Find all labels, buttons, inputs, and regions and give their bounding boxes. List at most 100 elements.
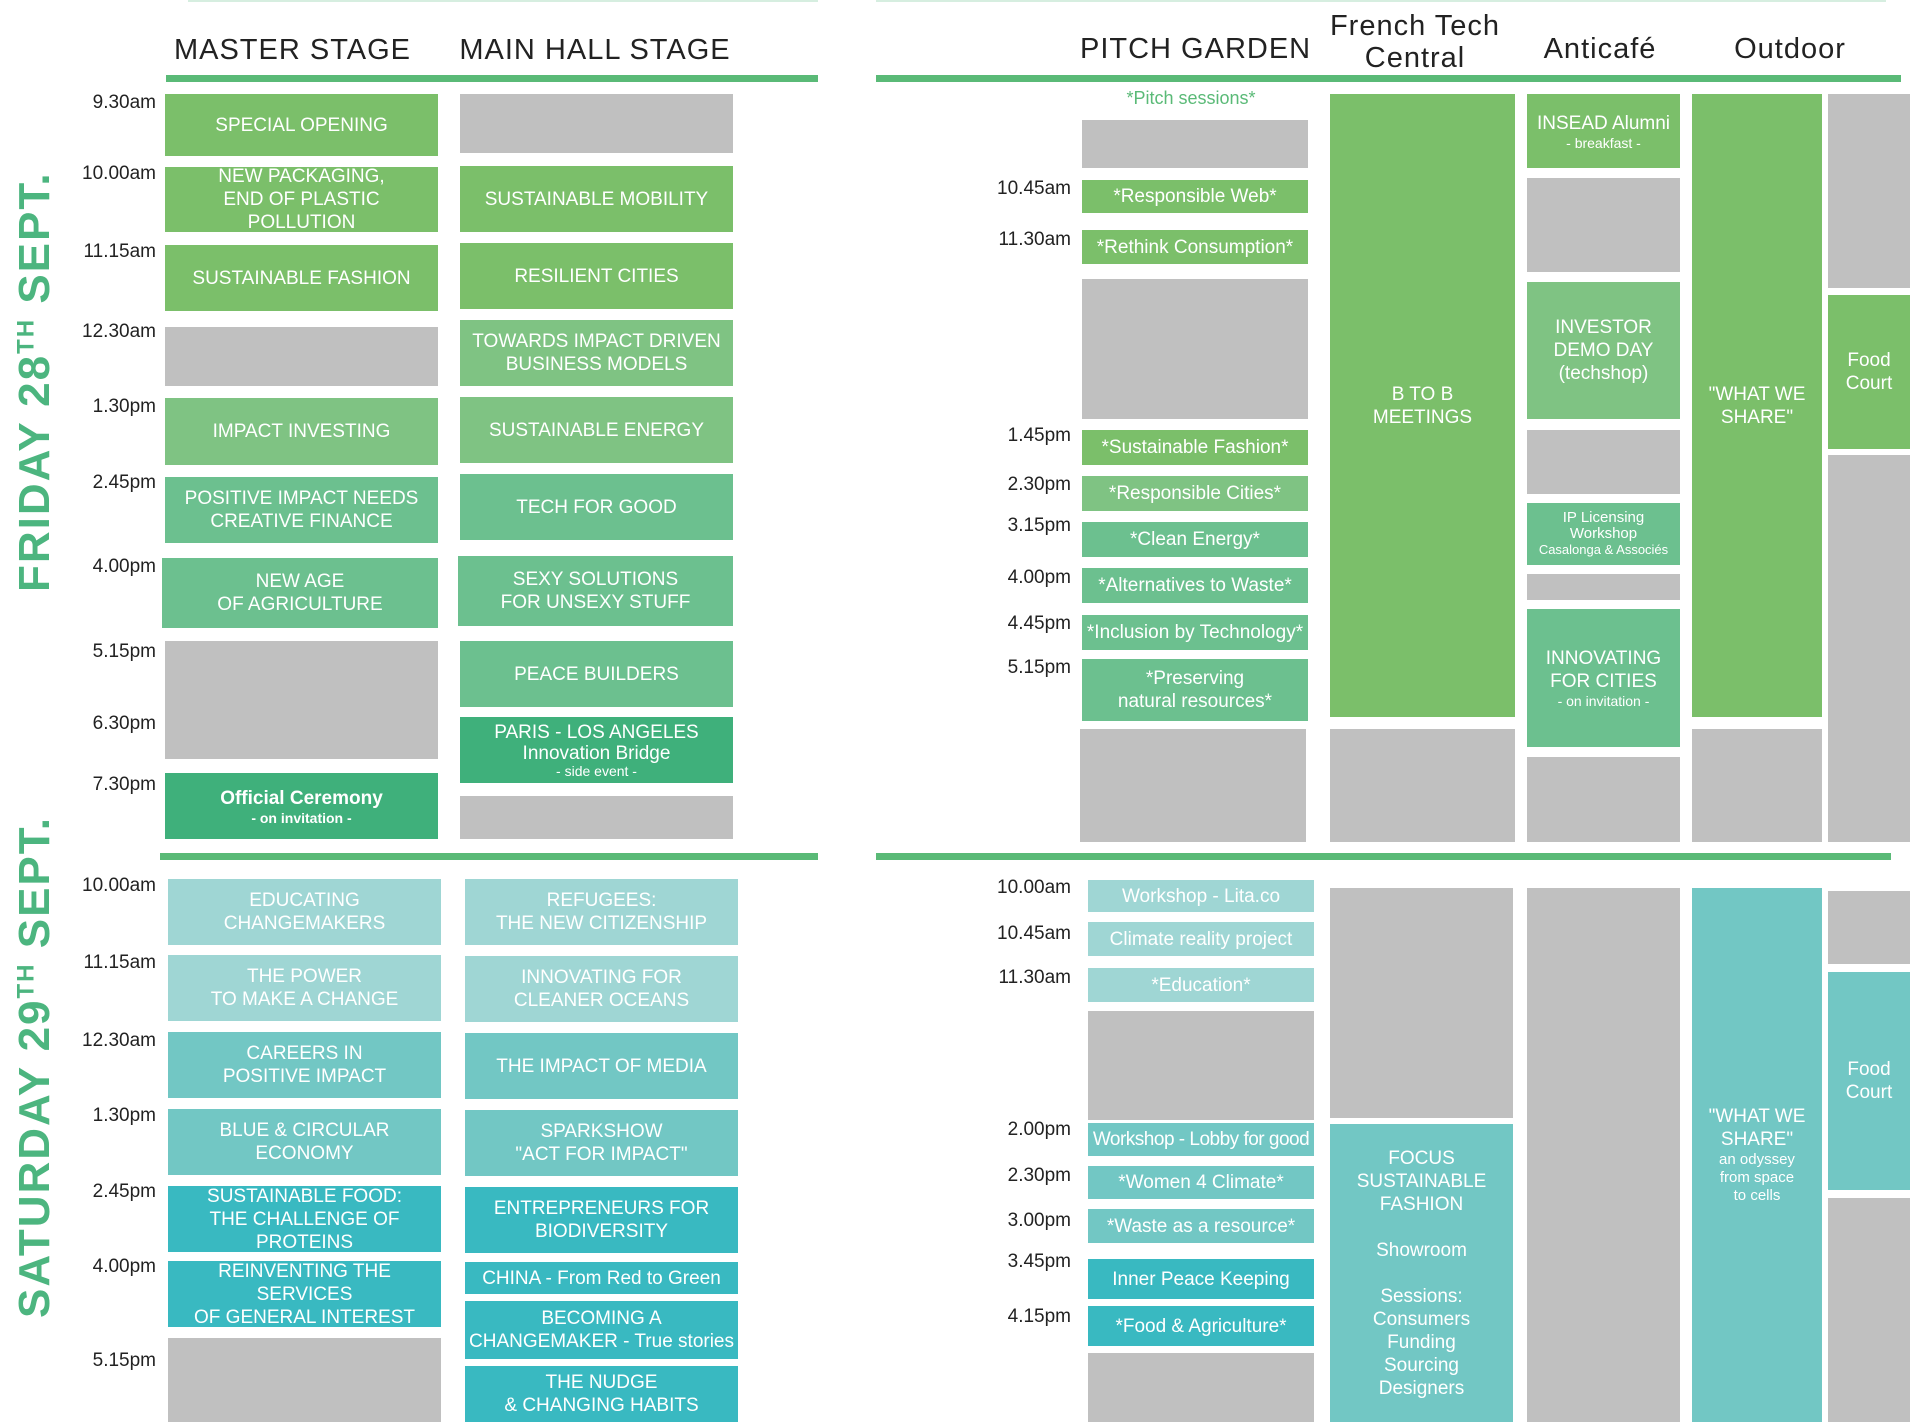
session-block[interactable]: CAREERS IN POSITIVE IMPACT	[168, 1032, 441, 1098]
time-label: 11.15am	[83, 952, 156, 973]
empty-slot	[165, 327, 438, 386]
time-label: 12.30am	[82, 1030, 156, 1051]
session-block[interactable]: TOWARDS IMPACT DRIVEN BUSINESS MODELS	[460, 320, 733, 386]
pitch-session[interactable]: *Women 4 Climate*	[1088, 1166, 1314, 1199]
session-block[interactable]: SUSTAINABLE ENERGY	[460, 397, 733, 463]
time-label: 3.45pm	[1007, 1251, 1071, 1272]
pitch-session[interactable]: Climate reality project	[1088, 922, 1314, 956]
pitch-session[interactable]: *Alternatives to Waste*	[1082, 568, 1308, 603]
time-label: 2.30pm	[1007, 474, 1071, 495]
empty-slot	[1527, 574, 1680, 600]
empty-slot	[168, 1338, 441, 1422]
time-label: 10.00am	[82, 163, 156, 184]
session-block[interactable]: RESILIENT CITIES	[460, 243, 733, 309]
session-block[interactable]: SPARKSHOW "ACT FOR IMPACT"	[465, 1110, 738, 1176]
time-label: 4.15pm	[1007, 1306, 1071, 1327]
session-block[interactable]: INNOVATING FOR CLEANER OCEANS	[465, 956, 738, 1022]
session-block[interactable]: BLUE & CIRCULAR ECONOMY	[168, 1109, 441, 1175]
empty-slot	[165, 641, 438, 759]
header-french-tech-central: French Tech Central	[1329, 10, 1501, 74]
pitch-session[interactable]: *Sustainable Fashion*	[1082, 430, 1308, 465]
header-pitch-garden: PITCH GARDEN	[1080, 33, 1312, 65]
session-block[interactable]: Official Ceremony- on invitation -	[165, 773, 438, 839]
session-block[interactable]: THE POWER TO MAKE A CHANGE	[168, 955, 441, 1021]
session-block[interactable]: BECOMING A CHANGEMAKER - True stories	[465, 1301, 738, 1359]
pitch-session[interactable]: *Education*	[1088, 968, 1314, 1002]
time-label: 2.45pm	[92, 472, 156, 493]
pitch-session[interactable]: Workshop - Lobby for good	[1088, 1123, 1314, 1156]
session-block[interactable]: NEW AGE OF AGRICULTURE	[162, 558, 438, 628]
pitch-session[interactable]: *Preserving natural resources*	[1082, 659, 1308, 721]
session-block[interactable]: FOCUS SUSTAINABLE FASHION Showroom Sessi…	[1330, 1124, 1513, 1422]
pitch-session[interactable]: *Responsible Cities*	[1082, 476, 1308, 511]
empty-slot	[1828, 891, 1910, 964]
time-label: 3.15pm	[1007, 515, 1071, 536]
session-block[interactable]: SUSTAINABLE MOBILITY	[460, 166, 733, 232]
pitch-session[interactable]: Workshop - Lita.co	[1088, 880, 1314, 912]
time-label: 6.30pm	[92, 713, 156, 734]
session-block[interactable]: B TO B MEETINGS	[1330, 94, 1515, 717]
session-block[interactable]: "WHAT WE SHARE"	[1692, 94, 1822, 717]
session-block[interactable]: Food Court	[1828, 972, 1910, 1190]
time-label: 3.00pm	[1007, 1210, 1071, 1231]
time-label: 4.00pm	[92, 556, 156, 577]
pitch-session[interactable]: Inner Peace Keeping	[1088, 1259, 1314, 1299]
time-label: 10.45am	[997, 178, 1071, 199]
session-block[interactable]: REINVENTING THE SERVICES OF GENERAL INTE…	[168, 1261, 441, 1328]
session-block[interactable]: SPECIAL OPENING	[165, 94, 438, 156]
pitch-session[interactable]: *Inclusion by Technology*	[1082, 615, 1308, 650]
empty-slot	[1088, 1011, 1314, 1120]
session-block[interactable]: TECH FOR GOOD	[460, 474, 733, 540]
time-label: 1.30pm	[92, 1105, 156, 1126]
pitch-session[interactable]: *Waste as a resource*	[1088, 1209, 1314, 1243]
pitch-session[interactable]: *Food & Agriculture*	[1088, 1306, 1314, 1346]
session-block[interactable]: INVESTOR DEMO DAY (techshop)	[1527, 282, 1680, 419]
time-label: 2.45pm	[92, 1181, 156, 1202]
empty-slot	[1828, 94, 1910, 288]
session-block[interactable]: THE IMPACT OF MEDIA	[465, 1033, 738, 1099]
time-label: 10.45am	[997, 923, 1071, 944]
time-label: 1.30pm	[92, 396, 156, 417]
session-block[interactable]: THE NUDGE & CHANGING HABITS	[465, 1366, 738, 1422]
session-block[interactable]: INSEAD Alumni- breakfast -	[1527, 94, 1680, 168]
empty-slot	[1527, 888, 1680, 1422]
time-label: 4.00pm	[1007, 567, 1071, 588]
session-block[interactable]: CHINA - From Red to Green	[465, 1262, 738, 1294]
session-block[interactable]: SUSTAINABLE FOOD: THE CHALLENGE OF PROTE…	[168, 1186, 441, 1253]
empty-slot	[1692, 729, 1822, 842]
time-label: 5.15pm	[92, 641, 156, 662]
header-underline-left	[166, 75, 818, 82]
empty-slot	[1330, 729, 1515, 842]
session-block[interactable]: SEXY SOLUTIONS FOR UNSEXY STUFF	[458, 556, 733, 626]
session-block[interactable]: PEACE BUILDERS	[460, 641, 733, 707]
session-block[interactable]: ENTREPRENEURS FOR BIODIVERSITY	[465, 1187, 738, 1253]
session-block[interactable]: POSITIVE IMPACT NEEDS CREATIVE FINANCE	[165, 477, 438, 543]
session-block[interactable]: NEW PACKAGING, END OF PLASTIC POLLUTION	[165, 166, 438, 233]
header-underline-right	[876, 75, 1901, 82]
time-label: 10.00am	[997, 877, 1071, 898]
time-label: 5.15pm	[1007, 657, 1071, 678]
day-separator-right	[876, 853, 1891, 860]
session-block[interactable]: IMPACT INVESTING	[165, 398, 438, 465]
pitch-session[interactable]: *Responsible Web*	[1082, 180, 1308, 213]
day-separator-left	[160, 853, 818, 860]
header-outdoor: Outdoor	[1734, 33, 1846, 65]
time-label: 11.30am	[998, 967, 1071, 988]
session-block[interactable]: EDUCATING CHANGEMAKERS	[168, 879, 441, 945]
empty-slot	[1330, 888, 1513, 1118]
pitch-session[interactable]: *Rethink Consumption*	[1082, 230, 1308, 264]
time-label: 1.45pm	[1007, 425, 1071, 446]
time-label: 7.30pm	[92, 774, 156, 795]
session-block[interactable]: INNOVATING FOR CITIES- on invitation -	[1527, 609, 1680, 747]
session-block[interactable]: SUSTAINABLE FASHION	[165, 245, 438, 311]
time-label: 5.15pm	[92, 1350, 156, 1371]
time-label: 11.15am	[83, 241, 156, 262]
session-block[interactable]: Food Court	[1828, 295, 1910, 449]
pitch-session[interactable]: *Clean Energy*	[1082, 522, 1308, 557]
session-block[interactable]: "WHAT WE SHARE"an odyssey from space to …	[1692, 888, 1822, 1422]
time-label: 2.30pm	[1007, 1165, 1071, 1186]
header-master-stage: MASTER STAGE	[173, 34, 412, 66]
session-block[interactable]: REFUGEES: THE NEW CITIZENSHIP	[465, 879, 738, 945]
